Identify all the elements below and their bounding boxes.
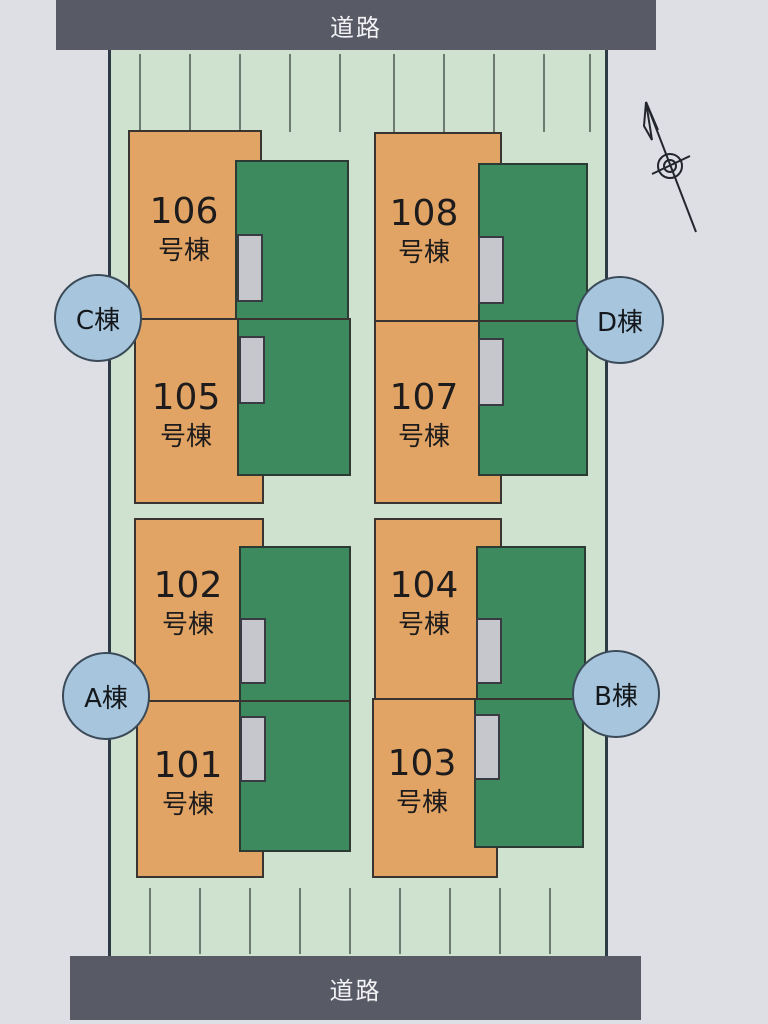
parking-line <box>449 888 451 954</box>
building-a-label: A棟 <box>84 683 128 714</box>
unit-104-shed <box>476 618 502 684</box>
building-d-label: D棟 <box>596 307 644 338</box>
building-c-marker: C棟 <box>54 274 142 362</box>
building-c-label: C棟 <box>75 305 121 336</box>
unit-103-suffix: 号棟 <box>395 788 448 818</box>
unit-104-suffix: 号棟 <box>397 610 450 640</box>
building-b-label: B棟 <box>594 681 638 712</box>
unit-105-number: 105 <box>151 377 221 418</box>
unit-105-shed <box>239 336 265 404</box>
unit-102-number: 102 <box>153 565 223 606</box>
parking-line <box>249 888 251 954</box>
unit-101-number: 101 <box>153 745 223 786</box>
parking-line <box>493 54 495 132</box>
unit-108-shed <box>478 236 504 304</box>
unit-divider <box>374 698 586 700</box>
north-arrow-icon <box>642 101 697 233</box>
building-b-marker: B棟 <box>572 650 660 738</box>
unit-103-shed <box>474 714 500 780</box>
unit-102-shed <box>240 618 266 684</box>
unit-105-suffix: 号棟 <box>159 422 212 452</box>
parking-line <box>443 54 445 132</box>
parking-line <box>349 888 351 954</box>
parking-line <box>549 888 551 954</box>
unit-106-shed <box>237 234 263 302</box>
building-d-marker: D棟 <box>576 276 664 364</box>
parking-line <box>399 888 401 954</box>
road-bottom: 道路 <box>70 956 641 1020</box>
parking-line <box>299 888 301 954</box>
unit-106-number: 106 <box>149 191 219 232</box>
parking-line <box>239 54 241 132</box>
unit-108-number: 108 <box>389 193 459 234</box>
unit-107-shed <box>478 338 504 406</box>
parking-line <box>589 54 591 132</box>
parking-line <box>199 888 201 954</box>
building-a-marker: A棟 <box>62 652 150 740</box>
unit-107-number: 107 <box>389 377 459 418</box>
unit-101-shed <box>240 716 266 782</box>
unit-divider <box>136 700 350 702</box>
road-top: 道路 <box>56 0 656 50</box>
parking-line <box>289 54 291 132</box>
unit-divider <box>374 320 588 322</box>
parking-line <box>189 54 191 132</box>
unit-106-suffix: 号棟 <box>157 236 210 266</box>
unit-103-number: 103 <box>387 743 457 784</box>
parking-line <box>499 888 501 954</box>
unit-107-suffix: 号棟 <box>397 422 450 452</box>
parking-line <box>149 888 151 954</box>
unit-104-number: 104 <box>389 565 459 606</box>
road-bottom-label: 道路 <box>329 976 382 1005</box>
parking-line <box>339 54 341 132</box>
unit-102-suffix: 号棟 <box>161 610 214 640</box>
parking-line <box>139 54 141 132</box>
parking-line <box>543 54 545 132</box>
road-top-label: 道路 <box>330 13 382 42</box>
unit-101-suffix: 号棟 <box>161 790 214 820</box>
unit-divider <box>130 318 350 320</box>
parking-line <box>393 54 395 132</box>
unit-108-suffix: 号棟 <box>397 238 450 268</box>
